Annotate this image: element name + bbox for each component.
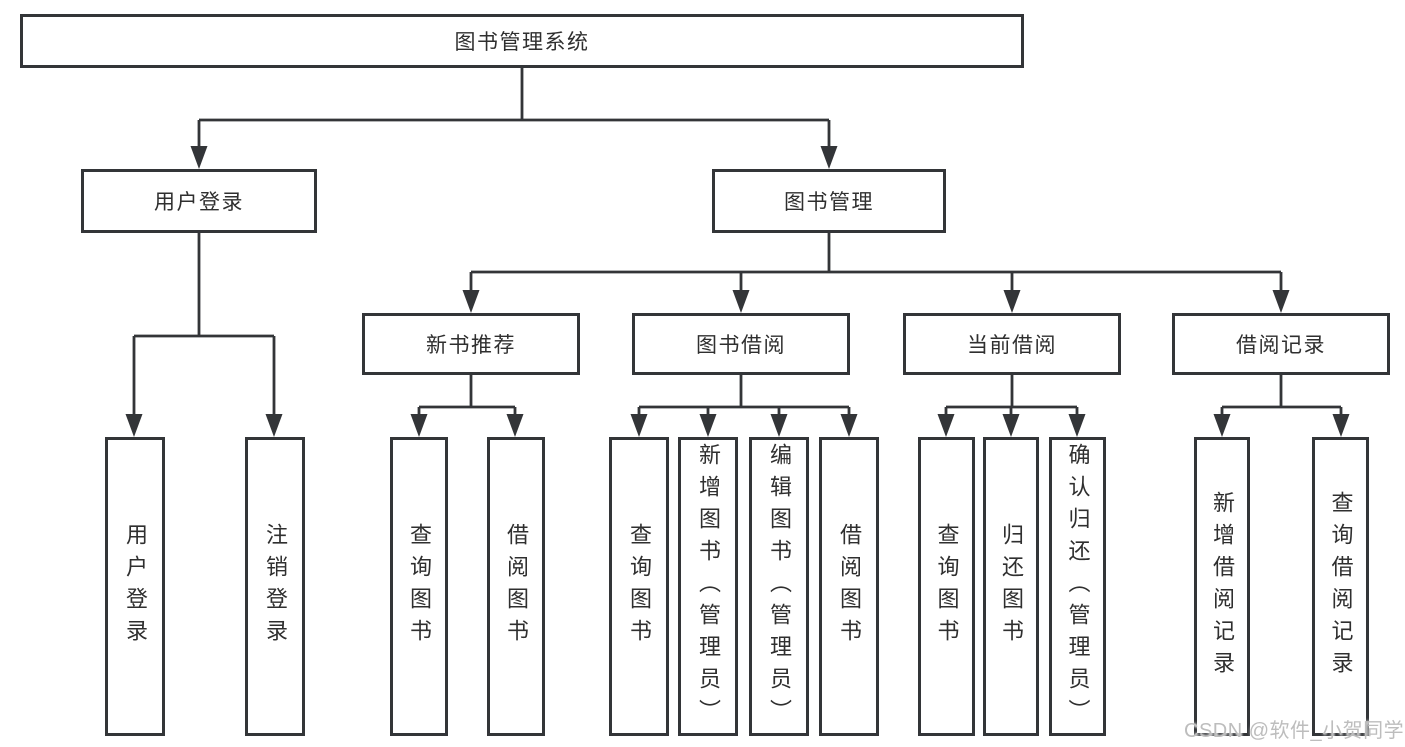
node-root-library-system: 图书管理系统 xyxy=(20,14,1024,68)
leaf-borrow-query-books-label: 查询图书 xyxy=(627,522,652,651)
leaf-user-login-label: 用户登录 xyxy=(123,522,148,651)
node-new-book-recommend: 新书推荐 xyxy=(362,313,580,375)
leaf-borrow-edit-books-admin: 编辑图书（管理员） xyxy=(749,437,809,736)
leaf-borrow-add-books-admin-label: 新增图书（管理员） xyxy=(696,442,721,731)
leaf-borrow-query-books: 查询图书 xyxy=(609,437,669,736)
leaf-records-add-record: 新增借阅记录 xyxy=(1194,437,1250,736)
leaf-current-confirm-return-admin: 确认归还（管理员） xyxy=(1049,437,1106,736)
node-current-borrowing: 当前借阅 xyxy=(903,313,1121,375)
leaf-logout: 注销登录 xyxy=(245,437,305,736)
watermark-text: CSDN @软件_小贺同学 xyxy=(1184,720,1405,742)
leaf-current-query-books-label: 查询图书 xyxy=(934,522,960,651)
node-borrowing-records: 借阅记录 xyxy=(1172,313,1390,375)
leaf-current-query-books: 查询图书 xyxy=(918,437,975,736)
leaf-newrec-borrow-books-label: 借阅图书 xyxy=(504,522,529,651)
node-book-management: 图书管理 xyxy=(712,169,946,233)
node-book-borrowing: 图书借阅 xyxy=(632,313,850,375)
leaf-current-return-books-label: 归还图书 xyxy=(999,522,1024,651)
leaf-newrec-query-books: 查询图书 xyxy=(390,437,448,736)
leaf-current-confirm-return-admin-label: 确认归还（管理员） xyxy=(1065,442,1091,731)
leaf-newrec-query-books-label: 查询图书 xyxy=(407,522,432,651)
leaf-newrec-borrow-books: 借阅图书 xyxy=(487,437,545,736)
leaf-current-return-books: 归还图书 xyxy=(983,437,1039,736)
leaf-records-query-record-label: 查询借阅记录 xyxy=(1328,490,1354,683)
leaf-logout-label: 注销登录 xyxy=(263,522,288,651)
node-user-login: 用户登录 xyxy=(81,169,317,233)
leaf-user-login: 用户登录 xyxy=(105,437,165,736)
leaf-borrow-edit-books-admin-label: 编辑图书（管理员） xyxy=(767,442,792,731)
leaf-records-add-record-label: 新增借阅记录 xyxy=(1210,490,1235,683)
leaf-borrow-add-books-admin: 新增图书（管理员） xyxy=(678,437,738,736)
leaf-borrow-borrow-books: 借阅图书 xyxy=(819,437,879,736)
leaf-records-query-record: 查询借阅记录 xyxy=(1312,437,1369,736)
leaf-borrow-borrow-books-label: 借阅图书 xyxy=(837,522,862,651)
